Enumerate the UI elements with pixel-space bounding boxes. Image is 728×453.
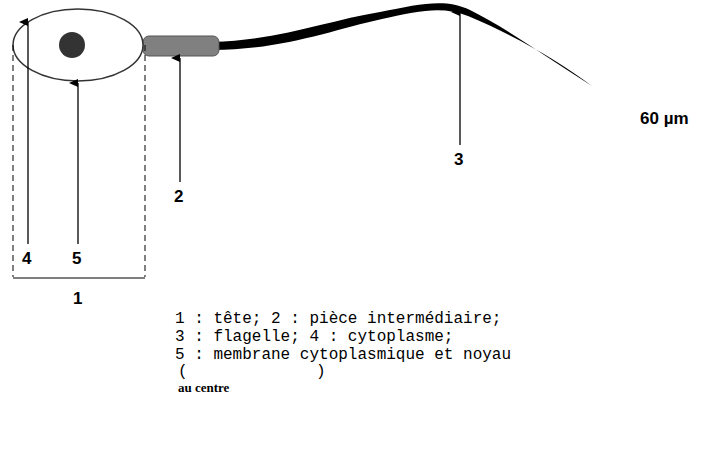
nucleus: [59, 32, 85, 58]
callout-number: 5: [72, 250, 81, 269]
sperm-head: [13, 9, 143, 81]
head-bracket: [13, 277, 145, 278]
callout-number: 4: [22, 250, 31, 269]
midpiece: [143, 36, 219, 56]
callout-number: 2: [174, 188, 183, 207]
leader-line: [77, 83, 78, 244]
leader-line: [459, 12, 460, 145]
key-line: 1 : tête; 2 : pièce intermédiaire;: [175, 311, 501, 329]
parenthesis: (: [178, 364, 188, 382]
key-line: 5 : membrane cytoplasmique et noyau: [175, 347, 511, 365]
parenthesis: ): [316, 364, 326, 382]
dimension-label: 60 µm: [640, 110, 689, 129]
callout-number: 3: [454, 151, 463, 170]
dashed-guide: [145, 45, 146, 277]
dashed-guide: [13, 45, 14, 277]
leader-line: [27, 22, 28, 244]
leader-line: [179, 58, 180, 182]
flagellum: [212, 3, 592, 86]
note-text: au centre: [178, 381, 229, 395]
callout-number: 1: [73, 290, 82, 309]
key-line: 3 : flagelle; 4 : cytoplasme;: [175, 329, 453, 347]
